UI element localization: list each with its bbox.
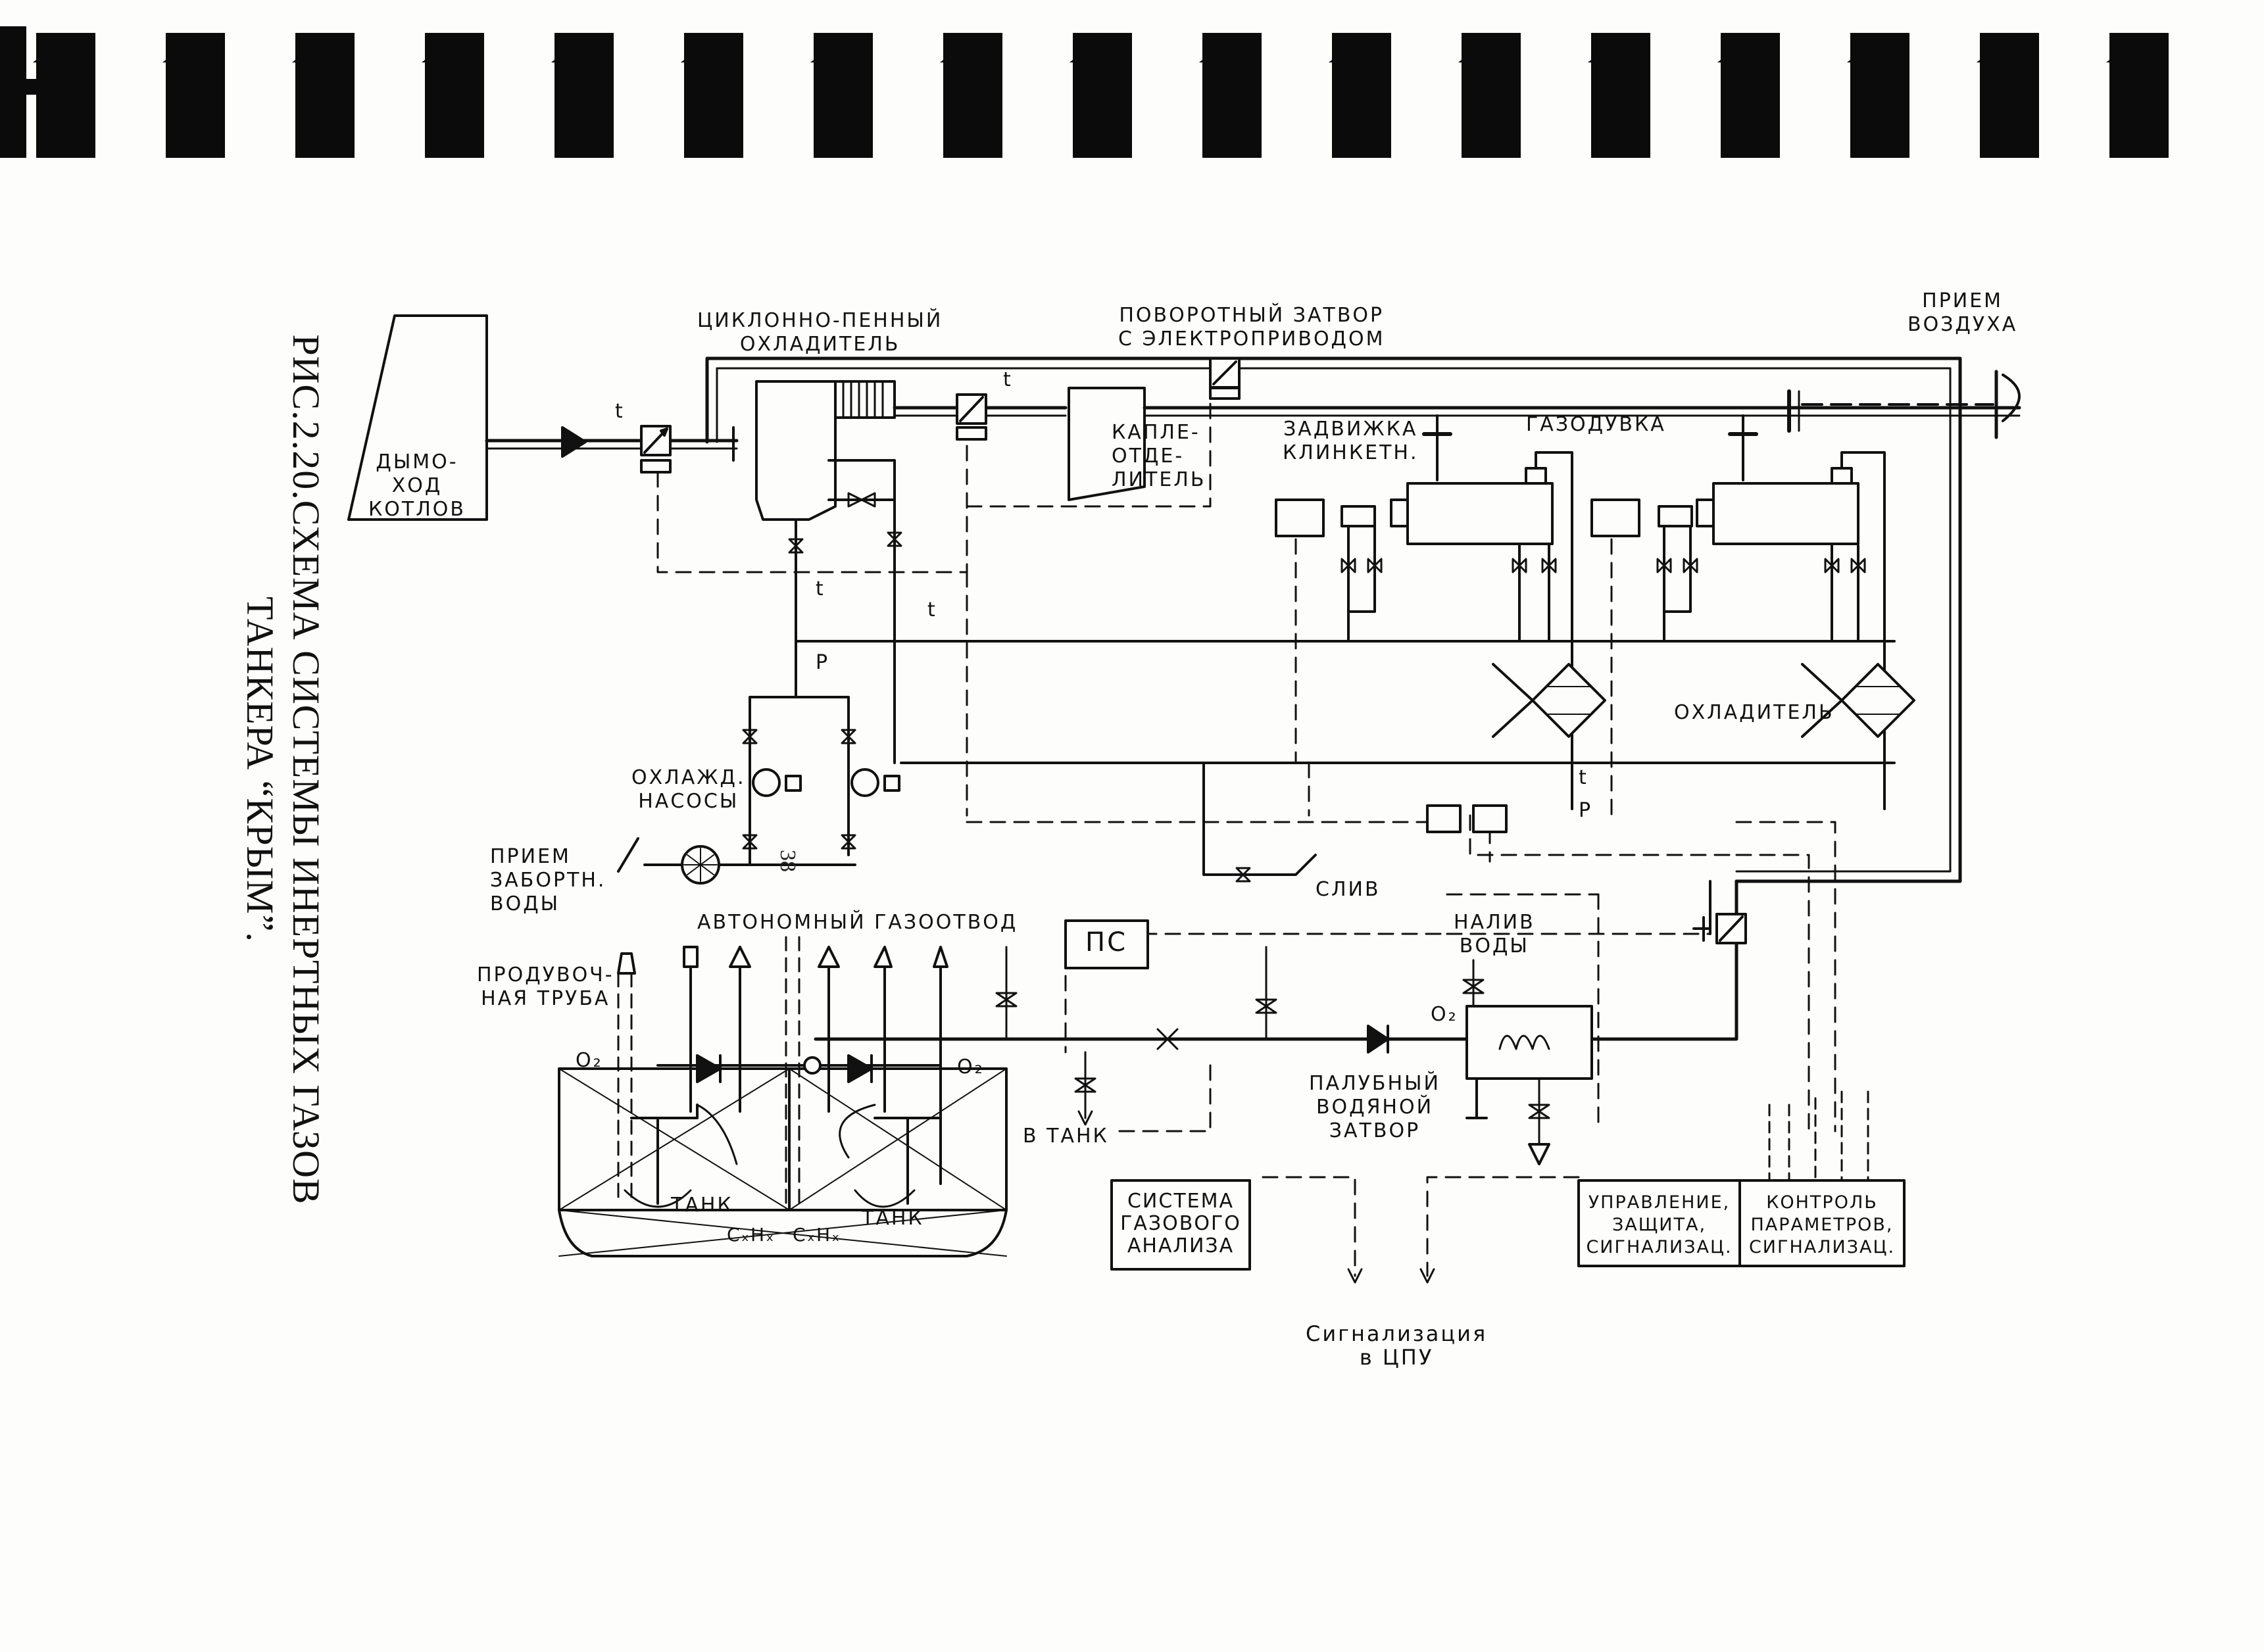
cyclone-label: ЦИКЛОННО-ПЕННЫЙ ОХЛАДИТЕЛЬ (697, 309, 943, 356)
monitoring-box (1738, 1179, 1906, 1267)
ps-label: ПС (1085, 927, 1128, 958)
valve-tank-left (696, 1054, 722, 1083)
binder-tab-hook (1070, 36, 1102, 62)
chimney-label: ДЫМО- ХОД КОТЛОВ (368, 450, 466, 521)
binder-tab-hook (2106, 36, 2139, 62)
motor-2 (1590, 498, 1640, 537)
binder-tab-hook (681, 36, 714, 62)
figure-title: РИС.2.20.СХЕМА СИСТЕМЫ ИНЕРТНЫХ ГАЗОВ ТА… (197, 309, 329, 1230)
air-intake-label: ПРИЕМ ВОЗДУХА (1907, 289, 2018, 336)
to-tank-label: В ТАНК (1023, 1125, 1109, 1148)
temp-label-5: t (1579, 766, 1588, 789)
binder-tab-hook (1977, 36, 2009, 62)
temp-label-2: t (1003, 368, 1013, 391)
gas-analysis-box (1110, 1179, 1251, 1271)
rotary-gate-label: ПОВОРОТНЫЙ ЗАТВОР С ЭЛЕКТРОПРИВОДОМ (1118, 304, 1385, 351)
binder-tab-hook (33, 36, 66, 62)
purge-pipe-label: ПРОДУВОЧ- НАЯ ТРУБА (477, 963, 614, 1010)
temp-label-4: t (927, 598, 937, 621)
fill-water-label: НАЛИВ ВОДЫ (1454, 911, 1535, 958)
cooler-label: ОХЛАДИТЕЛЬ (1674, 701, 1834, 724)
blower-1 (1406, 482, 1554, 545)
ps-box (1064, 919, 1149, 969)
o2-left-label: O₂ (576, 1049, 603, 1072)
binder-tab-hook (1458, 36, 1491, 62)
binder-tab-hook (940, 36, 973, 62)
o2-mid-label: O₂ (957, 1056, 985, 1079)
figure-title-line2: ТАНКЕРА “КРЫМ”. (239, 596, 282, 942)
sensor-box-2 (1472, 804, 1508, 833)
vent-head-1 (683, 946, 699, 968)
vent-head-2 (729, 946, 751, 968)
binder-tab-hook (162, 36, 195, 62)
o2-line-label: O₂ (1431, 1003, 1458, 1026)
droplet-separator-body (1068, 387, 1146, 501)
cooler-2 (1840, 663, 1915, 738)
droplet-separator-label: КАПЛЕ- ОТДЕ- ЛИТЕЛЬ (1112, 421, 1206, 491)
cxhx-left-label: CₓHₓ (727, 1224, 775, 1246)
cooling-pumps-label: ОХЛАЖД. НАСОСЫ (631, 766, 746, 813)
cyclone-cooler-body (755, 380, 837, 521)
binder-strip (0, 26, 2169, 158)
pressure-label-1: P (816, 651, 830, 674)
valve-tank-right (847, 1054, 873, 1083)
deck-seal-label: ПАЛУБНЫЙ ВОДЯНОЙ ЗАТВОР (1309, 1072, 1440, 1142)
vent-head-4 (874, 946, 893, 968)
control-box (1577, 1179, 1741, 1267)
blower-label: ГАЗОДУВКА (1526, 413, 1666, 436)
binder-tab-hook (1847, 36, 1880, 62)
motor-1 (1275, 498, 1325, 537)
binder-tab-hook (292, 36, 325, 62)
pressure-label-2: P (1579, 799, 1593, 822)
cooler-1 (1531, 663, 1606, 738)
temp-label-3: t (816, 577, 825, 600)
temp-label-1: t (615, 400, 625, 423)
gate-valve-label: ЗАДВИЖКА КЛИНКЕТН. (1283, 418, 1419, 464)
figure-title-line1: РИС.2.20.СХЕМА СИСТЕМЫ ИНЕРТНЫХ ГАЗОВ (285, 334, 328, 1205)
sea-water-label: ПРИЕМ ЗАБОРТН. ВОДЫ (490, 845, 606, 915)
alarm-cpu-label: Сигнализация в ЦПУ (1306, 1321, 1488, 1370)
autonomous-vent-label: АВТОНОМНЫЙ ГАЗООТВОД (697, 911, 1018, 934)
binder-tab-hook (551, 36, 584, 62)
binder-tab-hook (1588, 36, 1621, 62)
cxhx-right-label: CₓHₓ (793, 1224, 841, 1246)
monitoring-text: КОНТРОЛЬ ПАРАМЕТРОВ, СИГНАЛИЗАЦ. (1748, 1192, 1896, 1257)
binder-tab-hook (810, 36, 843, 62)
tank-right-label: ТАНК (862, 1207, 924, 1230)
control-text: УПРАВЛЕНИЕ, ЗАЩИТА, СИГНАЛИЗАЦ. (1586, 1192, 1733, 1257)
check-valve-2 (1367, 1025, 1389, 1054)
purge-head (617, 952, 636, 975)
binder-tab-hook (1717, 36, 1750, 62)
tank-left-label: ТАНК (671, 1194, 733, 1217)
binder-tab-hook (422, 36, 455, 62)
check-valve-1 (561, 426, 587, 458)
binder-tab-hook (1199, 36, 1232, 62)
gas-analysis-text: СИСТЕМА ГАЗОВОГО АНАЛИЗА (1120, 1190, 1241, 1257)
binder-tab-hook (1329, 36, 1362, 62)
vent-head-5 (933, 946, 948, 968)
vent-head-3 (818, 946, 840, 968)
page-number: 38 (775, 850, 800, 872)
drain-label: СЛИВ (1316, 878, 1381, 901)
sensor-box-1 (1426, 804, 1462, 833)
blower-2 (1712, 482, 1859, 545)
